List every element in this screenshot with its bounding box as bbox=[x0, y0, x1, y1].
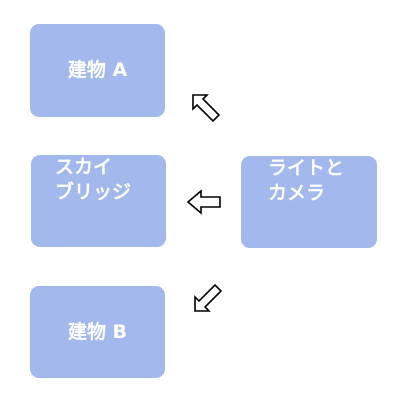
node-light-camera-label-line1: ライトと bbox=[268, 157, 345, 179]
arrow-left-icon bbox=[186, 189, 221, 215]
node-light-camera-label-line2: カメラ bbox=[268, 181, 326, 204]
node-building-a-label: 建物 A bbox=[67, 59, 128, 82]
node-skybridge-label-line2: ブリッジ bbox=[55, 180, 132, 203]
node-light-camera: ライトと カメラ bbox=[241, 156, 377, 248]
arrow-up-left-icon bbox=[192, 94, 221, 123]
node-skybridge: スカイ ブリッジ bbox=[31, 155, 166, 247]
node-building-a: 建物 A bbox=[30, 24, 165, 117]
node-building-b-label: 建物 B bbox=[67, 320, 128, 343]
node-skybridge-label-line1: スカイ bbox=[55, 156, 113, 178]
node-building-b: 建物 B bbox=[30, 286, 165, 378]
arrow-down-left-icon bbox=[194, 283, 223, 312]
